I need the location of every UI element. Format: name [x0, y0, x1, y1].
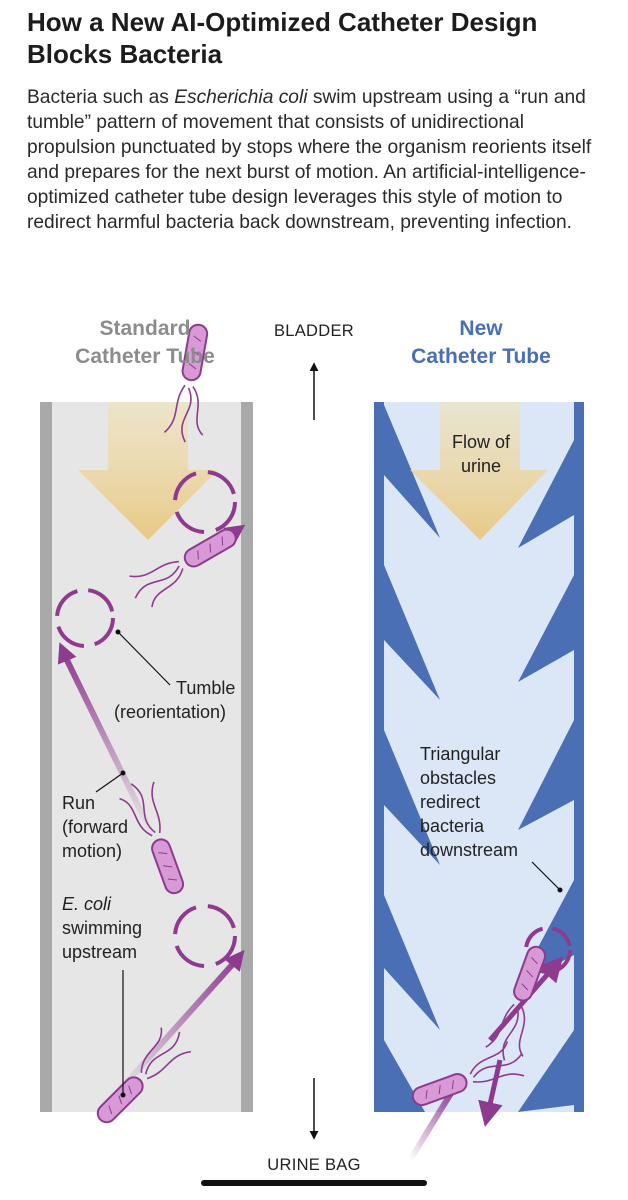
intro-text-2: swim upstream using a “run and tumble” p… — [27, 87, 592, 233]
triangle-label: Triangular obstacles redirect bacteria d… — [420, 744, 519, 860]
tumble-circle-1 — [173, 470, 237, 534]
standard-tube — [40, 321, 253, 1132]
standard-tube-right-wall — [241, 402, 253, 1112]
tumble-label: Tumble (reorientation) — [114, 678, 236, 722]
intro-paragraph: Bacteria such as Escherichia coli swim u… — [27, 85, 612, 235]
new-run-arrow — [407, 1083, 459, 1162]
intro-text-1: Bacteria such as — [27, 87, 175, 108]
new-tube-right-wall — [574, 402, 584, 1112]
flow-label: Flow of urine — [451, 432, 511, 476]
run-arrow-2 — [59, 648, 153, 832]
run-leader — [95, 772, 124, 793]
new-tumble-circle — [524, 926, 572, 974]
bladder-label: BLADDER — [273, 322, 355, 340]
intro-species: Escherichia coli — [174, 87, 308, 108]
new-flow-arrow — [410, 402, 548, 540]
standard-tube-title: Standard Catheter Tube — [75, 317, 215, 368]
tumble-circle-3 — [173, 904, 237, 968]
standard-tube-left-wall — [40, 402, 52, 1112]
page-title: How a New AI-Optimized Catheter Design B… — [27, 7, 538, 69]
new-tube-title: New Catheter Tube — [411, 317, 551, 368]
tumble-leader — [117, 631, 171, 686]
run-label: Run (forward motion) — [62, 793, 129, 861]
new-downstream-arrow — [478, 1059, 503, 1127]
new-tube-left-wall — [374, 402, 384, 1112]
triangular-obstacles — [384, 405, 574, 1112]
home-indicator[interactable] — [201, 1180, 427, 1186]
run-arrow-1 — [117, 953, 243, 1093]
new-tube — [374, 402, 584, 1162]
tumble-circle-2 — [55, 588, 115, 648]
urine-bag-label: URINE BAG — [267, 1156, 361, 1174]
triangle-leader — [531, 861, 561, 891]
catheter-diagram — [40, 321, 584, 1162]
ecoli-label: E. coli swimming upstream — [62, 894, 143, 962]
